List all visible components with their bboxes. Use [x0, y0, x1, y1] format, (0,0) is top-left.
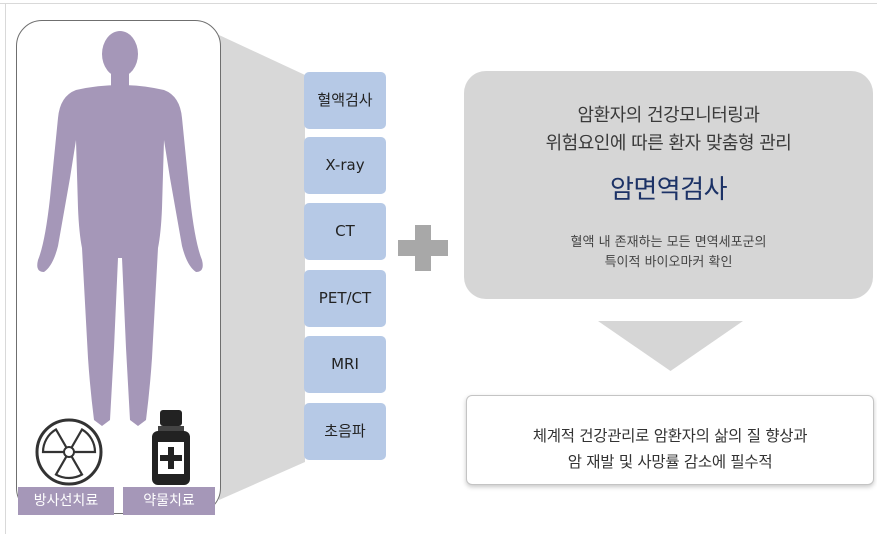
result-box: 체계적 건강관리로 암환자의 삶의 질 향상과 암 재발 및 사망률 감소에 필…: [466, 395, 874, 485]
frame-top-line: [0, 3, 877, 4]
drug-therapy-label: 약물치료: [123, 487, 215, 515]
test-blood: 혈액검사: [304, 72, 386, 129]
medicine-bottle-icon: [152, 410, 190, 485]
immune-test-desc1: 혈액 내 존재하는 모든 면역세포군의: [570, 235, 767, 250]
immune-test-desc2: 특이적 바이오마커 확인: [604, 255, 733, 270]
plus-icon: [398, 225, 448, 271]
immune-test-panel: 암환자의 건강모니터링과 위험요인에 따른 환자 맞춤형 관리 암면역검사 혈액…: [464, 71, 873, 299]
radiation-therapy-label: 방사선치료: [18, 487, 114, 515]
arrow-down-icon: [598, 321, 743, 371]
test-ultrasound: 초음파: [304, 403, 386, 460]
immune-test-line1: 암환자의 건강모니터링과: [577, 105, 760, 126]
test-mri: MRI: [304, 336, 386, 393]
test-xray: X-ray: [304, 137, 386, 194]
human-silhouette-icon: [37, 31, 203, 426]
frame-left-line: [5, 3, 6, 534]
result-line1: 체계적 건강관리로 암환자의 삶의 질 향상과: [532, 427, 808, 445]
test-ct: CT: [304, 203, 386, 260]
immune-test-title: 암면역검사: [609, 175, 728, 205]
immune-test-line2: 위험요인에 따른 환자 맞춤형 관리: [545, 133, 792, 154]
result-line2: 암 재발 및 사망률 감소에 필수적: [567, 453, 773, 471]
test-petct: PET/CT: [304, 270, 386, 327]
radiation-icon: [35, 418, 103, 486]
